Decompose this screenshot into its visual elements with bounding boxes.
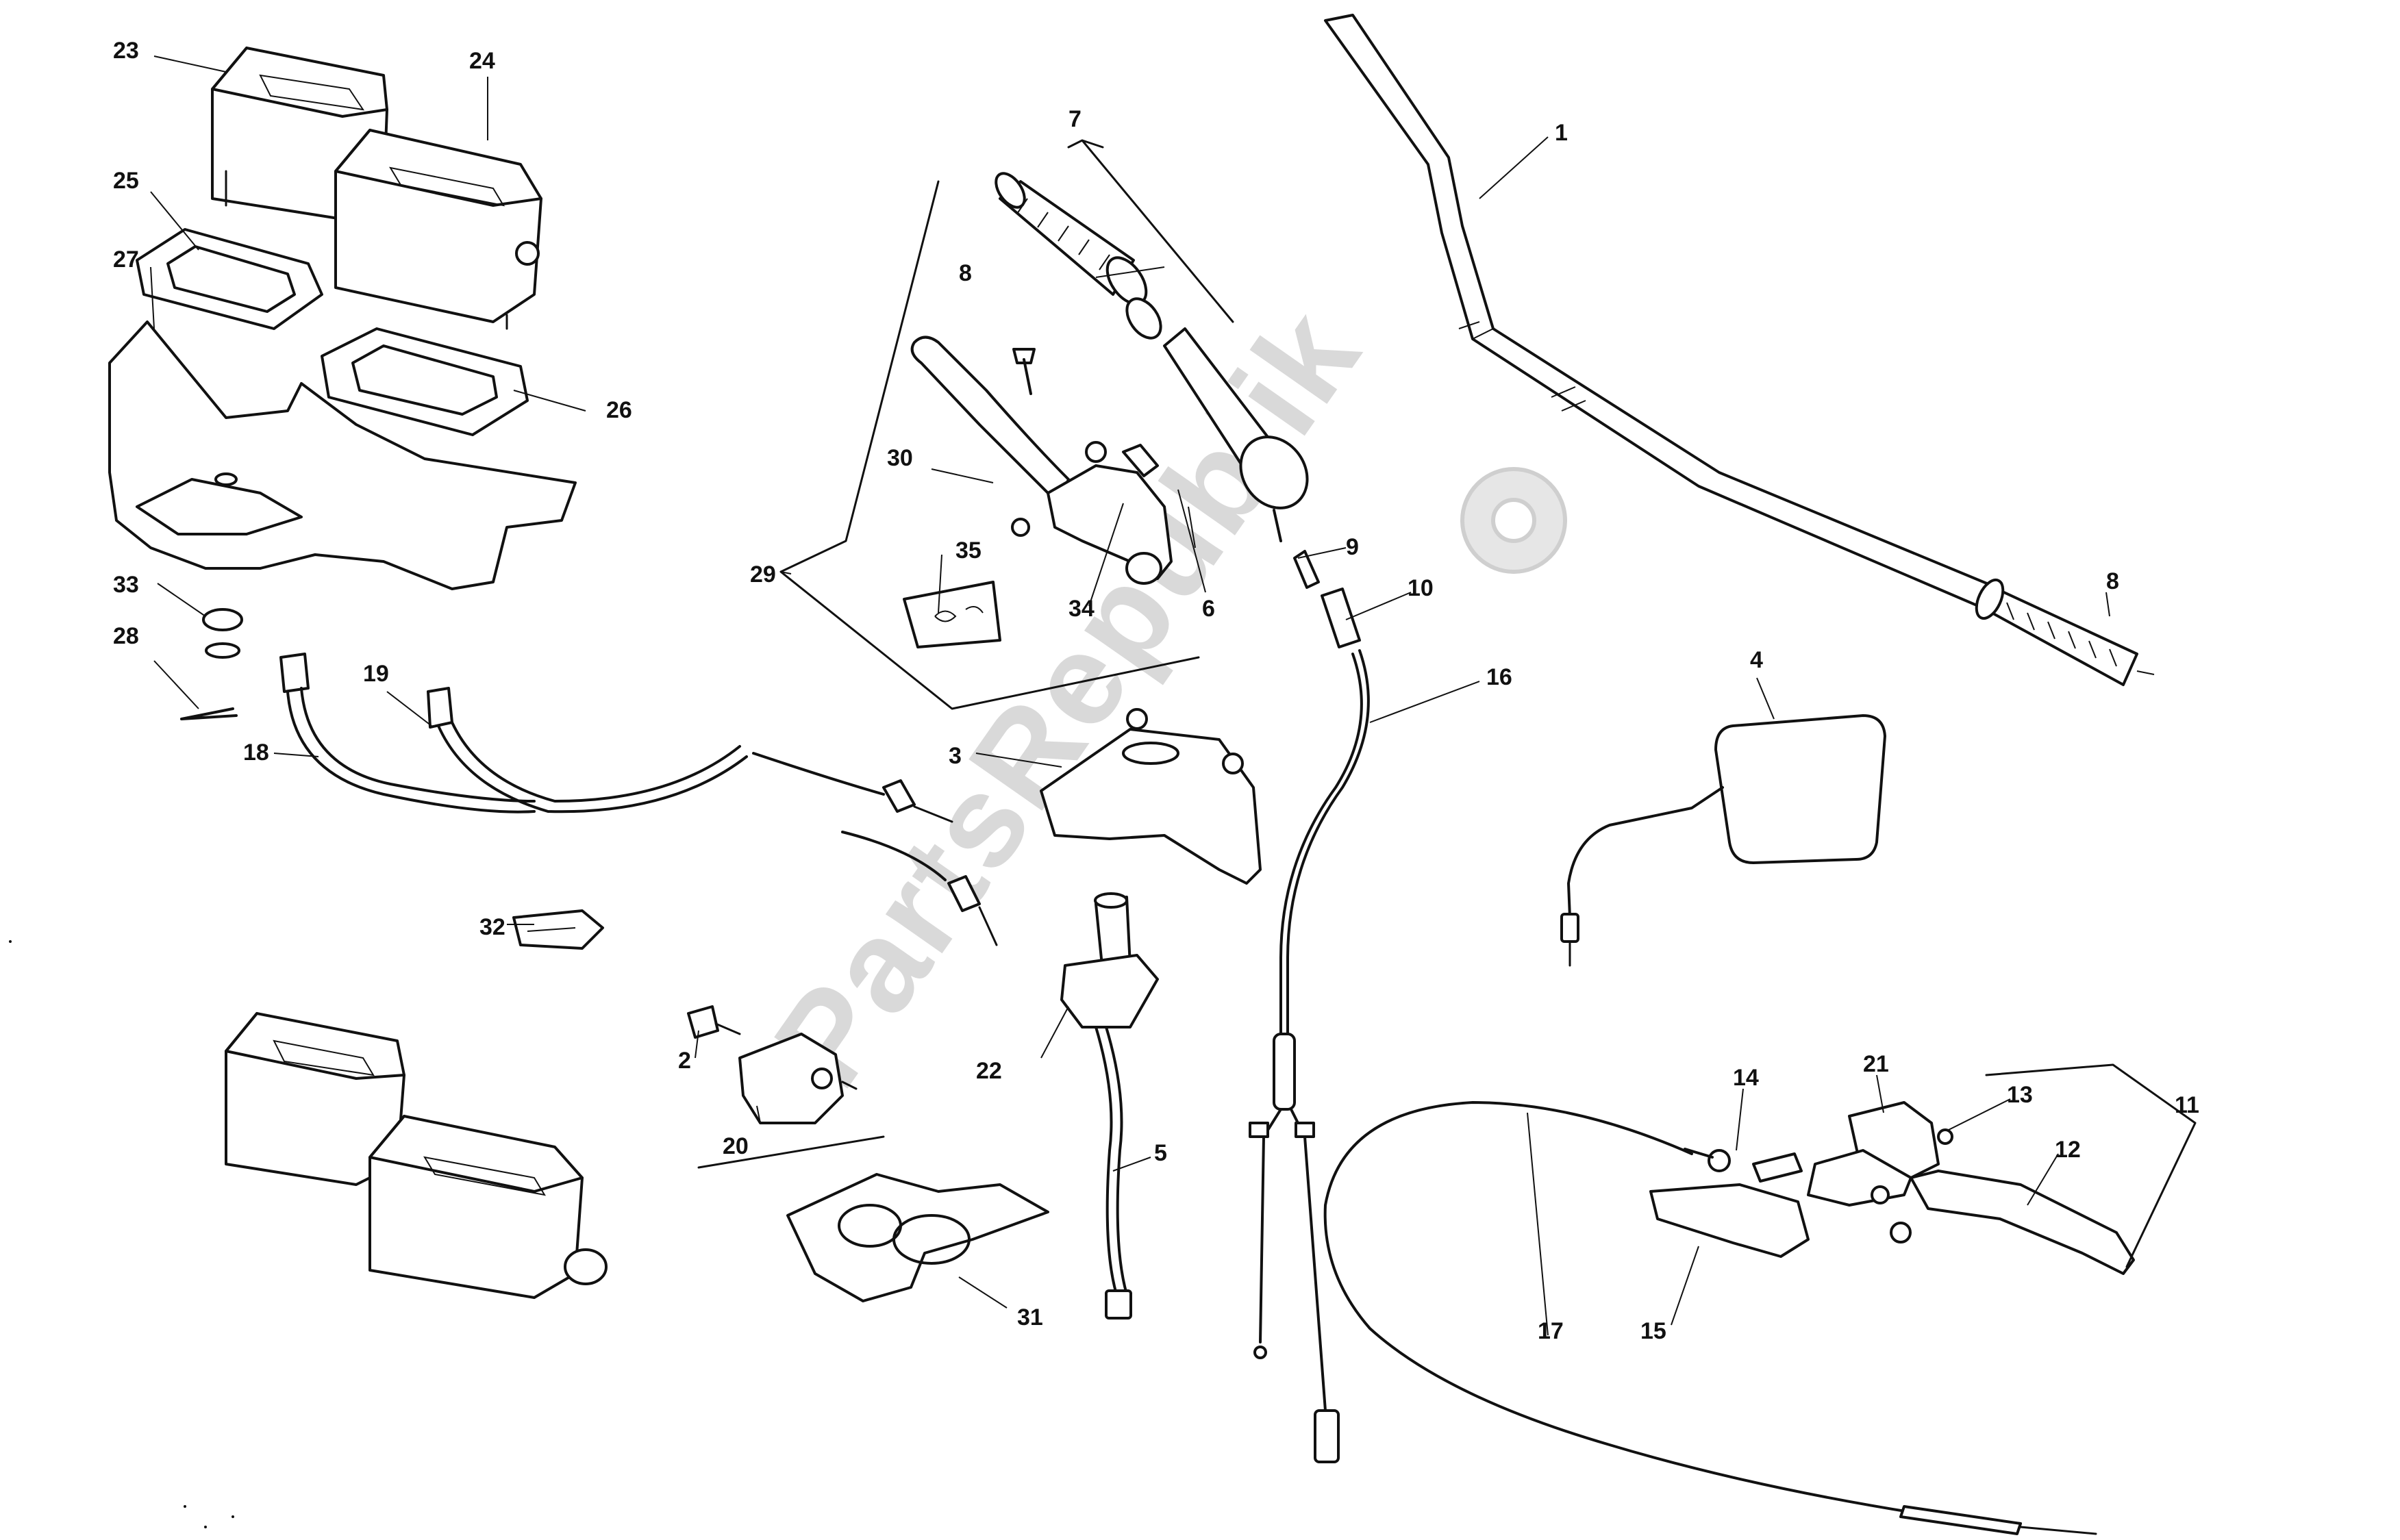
group-bracket-7: [1067, 139, 1234, 323]
callout-20: 20: [723, 1133, 749, 1159]
callout-6: 6: [1202, 596, 1215, 622]
callout-13: 13: [2007, 1082, 2033, 1108]
brake-lever-assembly: [903, 336, 1173, 648]
watermark: PartsRepublik: [747, 283, 1567, 1112]
group-bracket-11: [1985, 1063, 2197, 1268]
instrument-cluster-upper: [211, 47, 542, 330]
throttle-grip: [995, 172, 1361, 648]
gaskets: [136, 228, 529, 436]
clip: [512, 909, 604, 950]
callout-30: 30: [887, 445, 913, 471]
callout-29: 29: [750, 561, 776, 588]
callout-16: 16: [1486, 664, 1512, 690]
callout-4: 4: [1750, 647, 1763, 673]
callout-10: 10: [1408, 575, 1434, 601]
callout-11: 11: [2175, 1092, 2199, 1118]
callout-9: 9: [1346, 534, 1359, 560]
headlight-bracket: [1040, 708, 1262, 885]
callout-31: 31: [1017, 1304, 1043, 1330]
instrument-cover: [108, 320, 577, 590]
clutch-lever-assembly: [1649, 1101, 2135, 1275]
speedometer-cables: [279, 653, 998, 946]
stray-marks: [9, 940, 234, 1528]
callout-23: 23: [113, 38, 139, 64]
repair-kit: [786, 1173, 1049, 1302]
callout-32: 32: [479, 914, 505, 940]
callout-2: 2: [678, 1048, 691, 1074]
callout-1: 1: [1555, 120, 1568, 146]
switch-housing: [687, 1005, 858, 1124]
callout-34: 34: [1068, 596, 1095, 622]
callout-14: 14: [1733, 1065, 1759, 1091]
callout-35: 35: [955, 538, 982, 564]
gear-icon: [1460, 467, 1567, 574]
group-bracket-31: [697, 1135, 885, 1169]
clutch-cable: [1323, 1101, 2097, 1535]
callout-8-right: 8: [2106, 568, 2119, 594]
callout-28: 28: [113, 623, 139, 649]
callout-8-left: 8: [959, 260, 972, 286]
handlebar: [1324, 14, 2001, 611]
callout-22: 22: [976, 1058, 1002, 1084]
callout-15: 15: [1640, 1318, 1666, 1344]
callout-21: 21: [1863, 1051, 1889, 1077]
callout-3: 3: [949, 743, 962, 769]
callout-27: 27: [113, 247, 139, 273]
callout-12: 12: [2055, 1137, 2081, 1163]
grommets: [180, 608, 243, 720]
throttle-cable: [1249, 649, 1370, 1463]
right-grip: [1975, 578, 2155, 686]
callout-7: 7: [1068, 106, 1082, 132]
ignition-switch: [1060, 892, 1159, 1320]
callout-33: 33: [113, 572, 139, 598]
mirror: [1560, 714, 1886, 967]
callout-25: 25: [113, 168, 139, 194]
callout-19: 19: [363, 661, 389, 687]
callout-24: 24: [469, 48, 495, 74]
callout-labels: 1 2 3 4 5 6 7 8 8 9 10 11 12 13 14 15 16…: [113, 38, 2199, 1344]
instrument-cluster-lower: [225, 1012, 608, 1299]
leader-lines: [150, 55, 2110, 1336]
callout-18: 18: [243, 740, 269, 766]
callout-17: 17: [1538, 1318, 1564, 1344]
callout-26: 26: [606, 397, 632, 423]
callout-5: 5: [1154, 1140, 1167, 1166]
